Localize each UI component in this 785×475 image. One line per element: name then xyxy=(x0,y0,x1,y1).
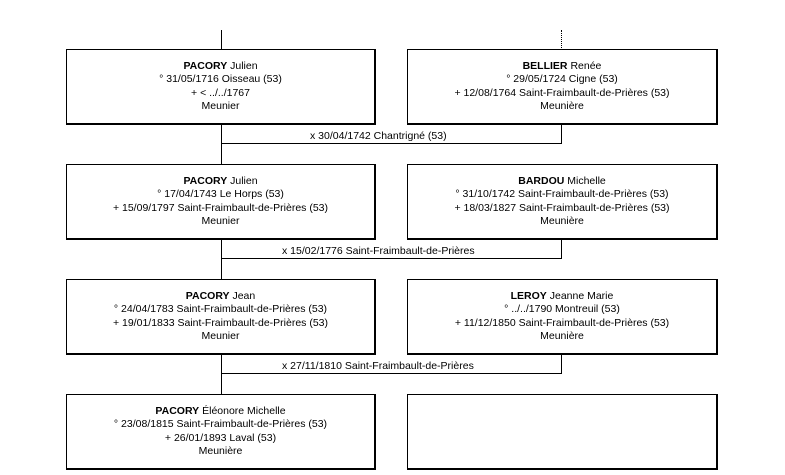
empty-person-card[interactable] xyxy=(407,394,718,470)
birth-line: ° 31/05/1716 Oisseau (53) xyxy=(159,73,282,86)
birth-line: ° 23/08/1815 Saint-Fraimbault-de-Prières… xyxy=(113,418,328,431)
person-name: PACORY Jean xyxy=(185,289,256,302)
death-line: + 15/09/1797 Saint-Fraimbault-de-Prières… xyxy=(112,201,329,214)
gen1-spouse-line xyxy=(561,123,562,144)
death-line: + 18/03/1827 Saint-Fraimbault-de-Prières… xyxy=(454,201,670,214)
person-card[interactable]: PACORY Éléonore Michelle ° 23/08/1815 Sa… xyxy=(66,394,376,470)
death-line: + 26/01/1893 Laval (53) xyxy=(164,431,277,444)
gen3-spouse-line xyxy=(561,353,562,374)
occupation: Meunier xyxy=(201,329,240,342)
person-card[interactable]: PACORY Julien ° 17/04/1743 Le Horps (53)… xyxy=(66,164,376,240)
gen1-marriage-line xyxy=(221,143,562,144)
birth-line: ° 29/05/1724 Cigne (53) xyxy=(506,73,618,86)
death-line: + 12/08/1764 Saint-Fraimbault-de-Prières… xyxy=(454,86,670,99)
person-card[interactable]: LEROY Jeanne Marie ° ../../1790 Montreui… xyxy=(407,279,718,355)
birth-line: ° 17/04/1743 Le Horps (53) xyxy=(157,188,284,201)
death-line: + < ../../1767 xyxy=(191,86,250,99)
person-name: PACORY Julien xyxy=(183,59,258,72)
person-name: BELLIER Renée xyxy=(522,59,602,72)
occupation: Meunier xyxy=(201,214,240,227)
person-name: LEROY Jeanne Marie xyxy=(510,289,614,302)
person-card[interactable]: PACORY Jean ° 24/04/1783 Saint-Fraimbaul… xyxy=(66,279,376,355)
person-name: PACORY Éléonore Michelle xyxy=(155,404,286,417)
gen2-spouse-line xyxy=(561,238,562,259)
occupation: Meunière xyxy=(540,329,584,342)
marriage-label: x 27/11/1810 Saint-Fraimbault-de-Prières xyxy=(282,360,474,372)
gen3-descent-line xyxy=(221,353,222,396)
person-name: BARDOU Michelle xyxy=(518,174,606,187)
marriage-label: x 30/04/1742 Chantrigné (53) xyxy=(310,130,447,142)
top-connector-right xyxy=(561,30,562,50)
person-card[interactable]: BELLIER Renée ° 29/05/1724 Cigne (53) + … xyxy=(407,49,718,125)
death-line: + 19/01/1833 Saint-Fraimbault-de-Prières… xyxy=(112,316,329,329)
occupation: Meunière xyxy=(540,99,584,112)
birth-line: ° 31/10/1742 Saint-Fraimbault-de-Prières… xyxy=(455,188,669,201)
gen2-marriage-line xyxy=(221,258,562,259)
birth-line: ° ../../1790 Montreuil (53) xyxy=(504,303,620,316)
person-card[interactable]: PACORY Julien ° 31/05/1716 Oisseau (53) … xyxy=(66,49,376,125)
occupation: Meunière xyxy=(198,444,243,457)
gen3-marriage-line xyxy=(221,373,562,374)
person-name: PACORY Julien xyxy=(183,174,258,187)
gen1-descent-line xyxy=(221,123,222,166)
person-card[interactable]: BARDOU Michelle ° 31/10/1742 Saint-Fraim… xyxy=(407,164,718,240)
marriage-label: x 15/02/1776 Saint-Fraimbault-de-Prières xyxy=(282,245,475,257)
gen2-descent-line xyxy=(221,238,222,281)
death-line: + 11/12/1850 Saint-Fraimbault-de-Prières… xyxy=(454,316,670,329)
birth-line: ° 24/04/1783 Saint-Fraimbault-de-Prières… xyxy=(113,303,328,316)
occupation: Meunière xyxy=(540,214,584,227)
occupation: Meunier xyxy=(201,99,240,112)
top-connector-left xyxy=(221,30,222,50)
